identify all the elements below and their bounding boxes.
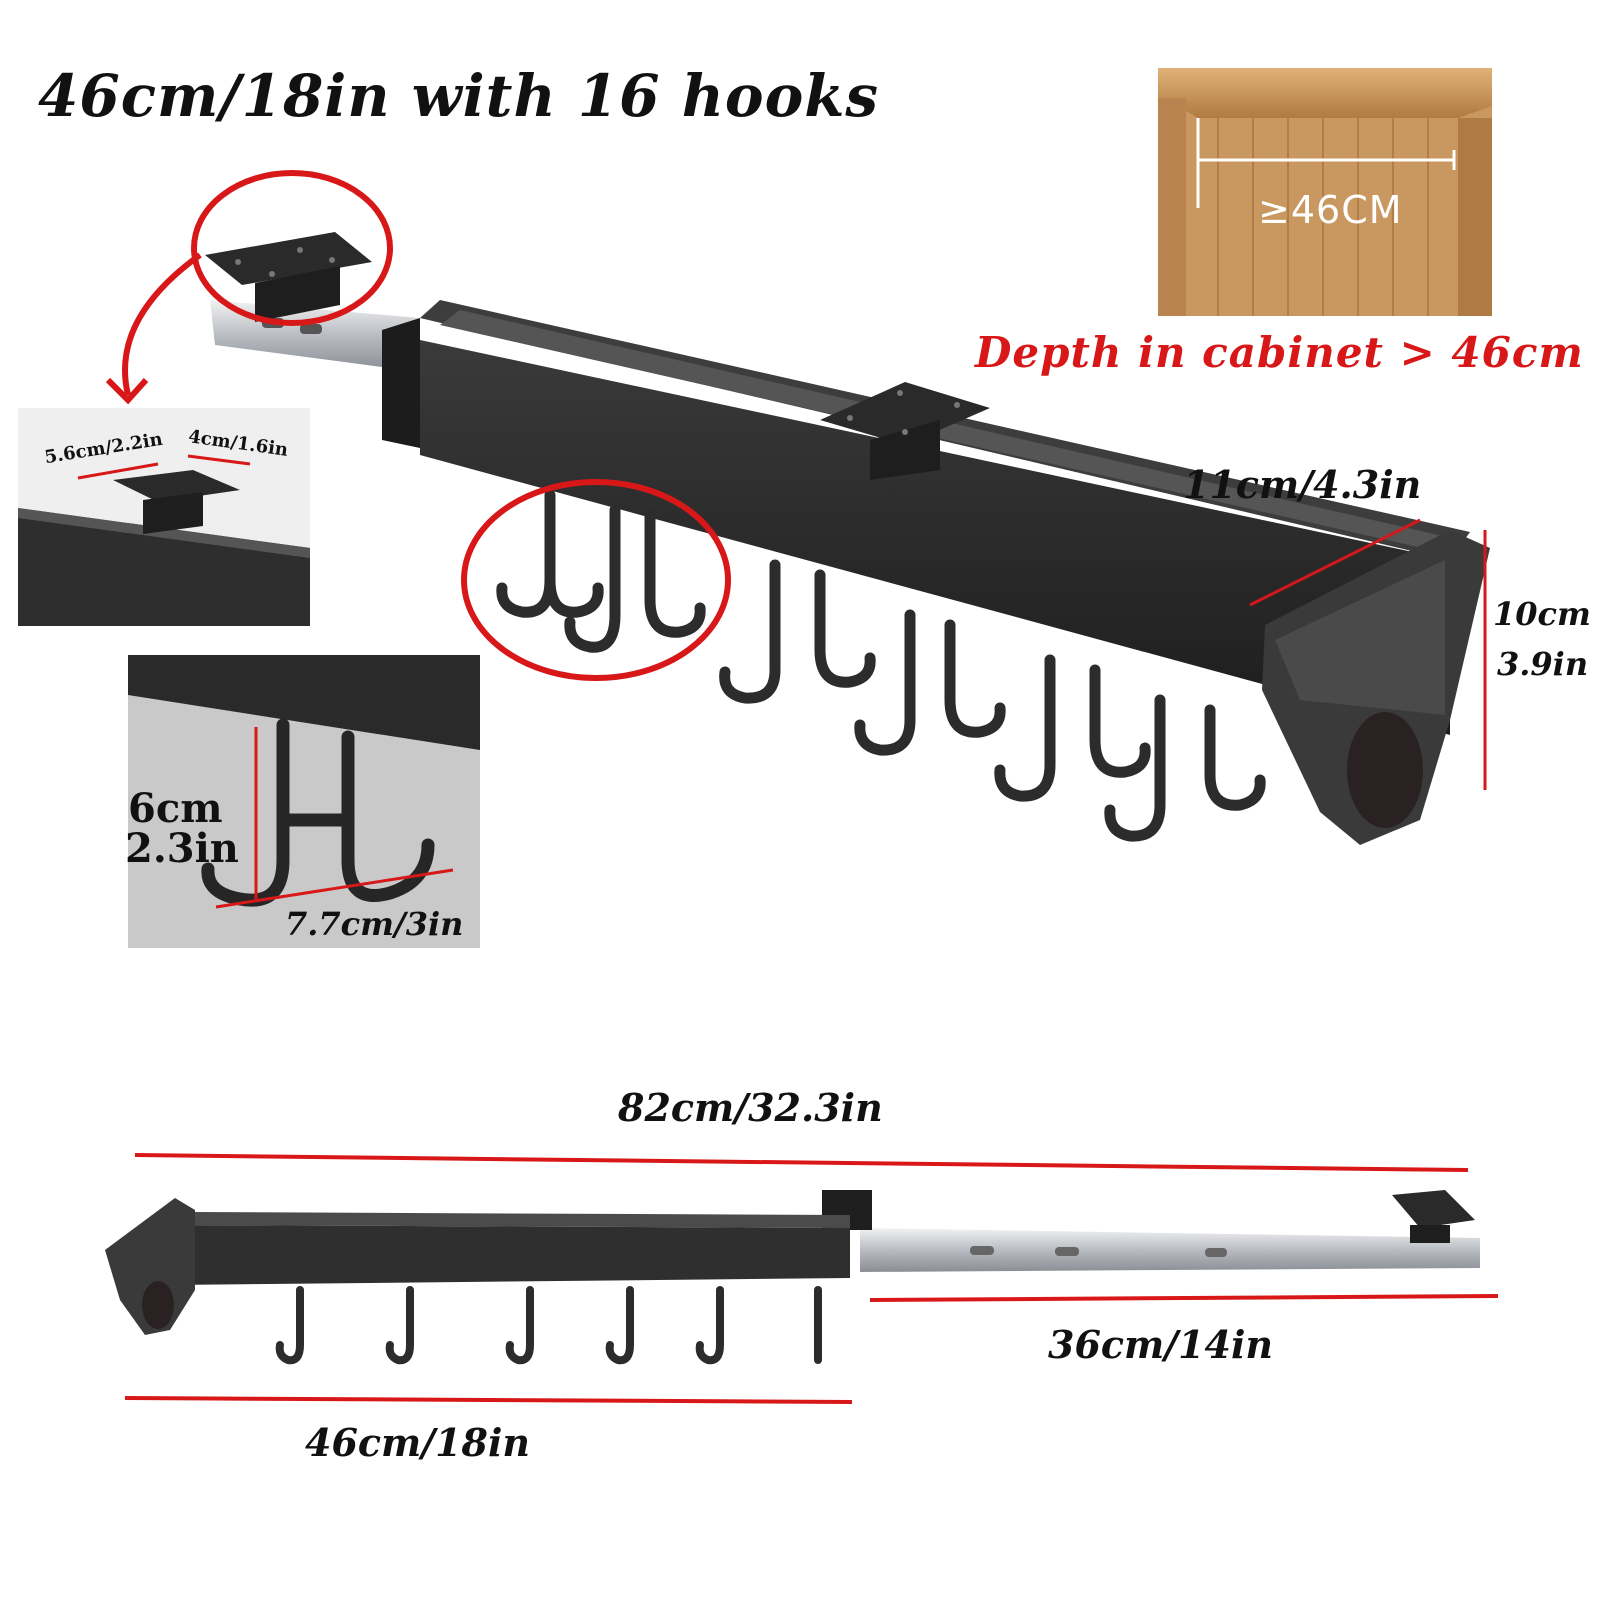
rail-body — [420, 340, 1450, 735]
headline: 46cm/18in with 16 hooks — [38, 62, 880, 130]
bracket-plate — [113, 470, 240, 502]
highlight-circle-icon — [191, 170, 393, 326]
middle-mount-plate — [820, 382, 990, 445]
hook-rail-bottom — [128, 655, 480, 750]
extended-rail-body — [170, 1225, 850, 1285]
extension-label: 36cm/14in — [1048, 1322, 1274, 1367]
bracket-detail-image: 5.6cm/2.2in 4cm/1.6in — [18, 408, 310, 626]
rail-height-cm-label: 10cm — [1493, 595, 1591, 633]
cabinet-depth-label: ≥46CM — [1258, 188, 1403, 232]
hook-width-line — [215, 868, 454, 909]
rail-width-label: 11cm/4.3in — [1183, 462, 1422, 507]
rear-mount-plate — [205, 232, 372, 285]
hook-detail-image — [128, 655, 480, 948]
extended-slide — [860, 1228, 1480, 1272]
rail-height-in-label: 3.9in — [1497, 645, 1589, 683]
cabinet-depth-note: Depth in cabinet > 46cm — [975, 328, 1584, 377]
extended-total-label: 82cm/32.3in — [618, 1085, 883, 1130]
bracket-width-line — [187, 454, 251, 466]
extended-total-line — [134, 1153, 1469, 1172]
far-mount-plate — [1392, 1190, 1475, 1228]
hook-width-label: 7.7cm/3in — [285, 905, 464, 943]
hook-icon — [201, 718, 435, 907]
rail-width-line — [1249, 518, 1421, 607]
hook-height-in-label: 2.3in — [125, 825, 239, 872]
hook-height-cm-label: 6cm — [128, 785, 223, 832]
extension-line — [869, 1294, 1499, 1302]
end-cap-handle — [1347, 712, 1423, 828]
cabinet-illustration — [1158, 68, 1492, 316]
hooks-group — [496, 489, 1266, 842]
bracket-length-line — [77, 462, 159, 480]
base-length-label: 46cm/18in — [305, 1420, 531, 1465]
extended-hooks-group — [275, 1286, 822, 1365]
red-curved-arrow-icon — [122, 252, 202, 396]
cabinet-left-panel — [1158, 98, 1186, 316]
cabinet-top-panel — [1158, 68, 1492, 118]
highlight-circle-icon — [461, 479, 731, 681]
cabinet-depth-image: ≥46CM — [1158, 68, 1492, 316]
base-length-line — [124, 1396, 853, 1404]
cabinet-right-panel — [1458, 118, 1492, 316]
